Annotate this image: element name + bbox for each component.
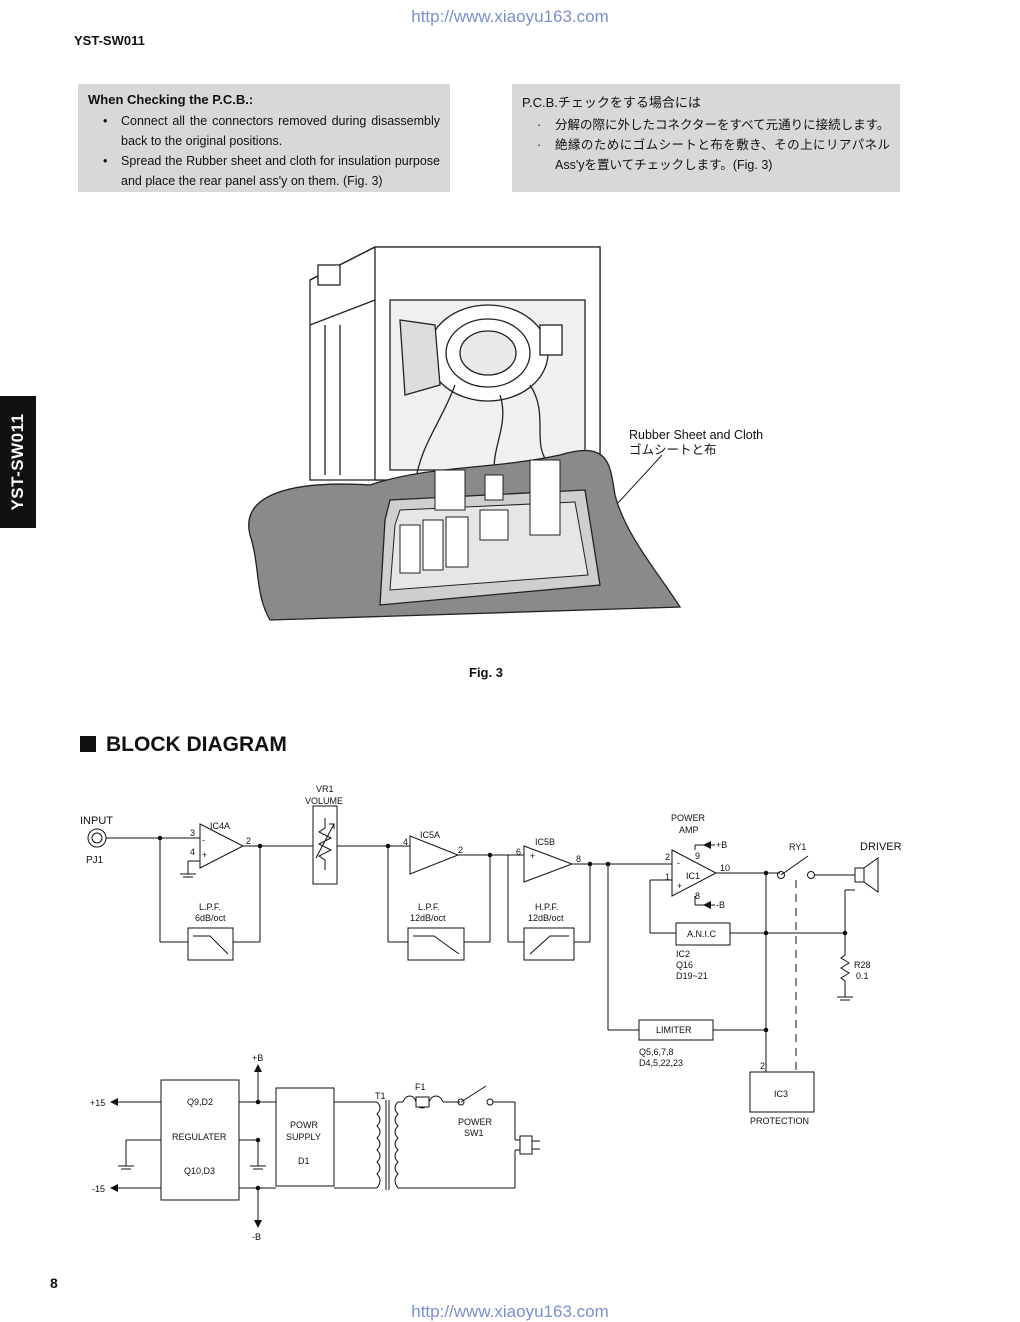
pin-label: 3 xyxy=(190,828,195,838)
lpf2-label: L.P.F. xyxy=(418,902,440,912)
pin-label: + xyxy=(530,851,535,861)
pin-label: + xyxy=(202,850,207,860)
input-label: INPUT xyxy=(80,815,113,827)
plus-b-label: +B xyxy=(252,1053,263,1063)
checking-item-en: Spread the Rubber sheet and cloth for in… xyxy=(88,151,440,191)
lpf1-slope-label: 6dB/oct xyxy=(195,913,226,923)
f1-label: F1 xyxy=(415,1082,426,1092)
checking-item-jp: 分解の際に外したコネクターをすべて元通りに接続します。 xyxy=(522,115,890,135)
volume-label: VOLUME xyxy=(305,796,343,806)
d1-label: D1 xyxy=(298,1156,310,1166)
power-supply-label: SUPPLY xyxy=(286,1132,321,1142)
pin-label: 4 xyxy=(403,837,408,847)
q16-label: Q16 xyxy=(676,960,693,970)
vr1-label: VR1 xyxy=(316,784,334,794)
regulator-q10-label: Q10,D3 xyxy=(184,1166,215,1176)
hpf-label: H.P.F. xyxy=(535,902,558,912)
ic4a-label: IC4A xyxy=(210,821,230,831)
bottom-url[interactable]: http://www.xiaoyu163.com xyxy=(411,1302,609,1321)
checking-item-en: Connect all the connectors removed durin… xyxy=(88,111,440,151)
pin-label: 4 xyxy=(190,847,195,857)
pin-label: - xyxy=(202,835,205,845)
block-diagram: INPUT PJ1 IC4A 3 4 - + 2 VR1 VOLUME IC5A… xyxy=(80,784,902,1242)
minus-b-label: -B xyxy=(252,1232,261,1242)
r28-label: R28 xyxy=(854,960,871,970)
model-number: YST-SW011 xyxy=(74,33,145,48)
pin-label: + xyxy=(677,881,682,891)
plus-b-label: +B xyxy=(716,840,727,850)
pin-label: 9 xyxy=(695,851,700,861)
pin-label: 6 xyxy=(516,847,521,857)
pin-label: 8 xyxy=(576,854,581,864)
power-supply-label: POWR xyxy=(290,1120,318,1130)
pin-label: 10 xyxy=(720,863,730,873)
lpf2-slope-label: 12dB/oct xyxy=(410,913,446,923)
section-title-text: BLOCK DIAGRAM xyxy=(106,733,287,756)
hpf-slope-label: 12dB/oct xyxy=(528,913,564,923)
protection-label: PROTECTION xyxy=(750,1116,809,1126)
side-tab: YST-SW011 xyxy=(0,396,36,528)
square-bullet-icon xyxy=(80,736,96,752)
power-amp-label: AMP xyxy=(679,825,699,835)
ic5a-label: IC5A xyxy=(420,830,440,840)
power-switch-label: SW1 xyxy=(464,1128,484,1138)
figure-caption: Fig. 3 xyxy=(469,665,503,680)
ry1-label: RY1 xyxy=(789,842,806,852)
page-number: 8 xyxy=(50,1275,58,1291)
driver-label: DRIVER xyxy=(860,841,902,853)
pin-label: 8 xyxy=(695,891,700,901)
ic3-label: IC3 xyxy=(774,1089,788,1099)
limiter-diodes: D4,5,22,23 xyxy=(639,1058,683,1068)
top-url[interactable]: http://www.xiaoyu163.com xyxy=(411,7,609,26)
checking-title-en: When Checking the P.C.B.: xyxy=(88,92,254,107)
fig3-illustration xyxy=(248,246,682,621)
side-tab-label: YST-SW011 xyxy=(8,413,27,511)
pin-label: 2 xyxy=(665,852,670,862)
power-amp-label: POWER xyxy=(671,813,706,823)
callout-jp: ゴムシートと布 xyxy=(629,443,717,457)
power-switch-label: POWER xyxy=(458,1117,493,1127)
r28-value: 0.1 xyxy=(856,971,869,981)
limiter-label: LIMITER xyxy=(656,1025,692,1035)
pin-label: - xyxy=(677,858,680,868)
checking-title-jp: P.C.B.チェックをする場合には xyxy=(522,95,701,110)
anic-label: A.N.I.C xyxy=(687,929,717,939)
plus15-label: +15 xyxy=(90,1098,105,1108)
pin-label: 2 xyxy=(458,845,463,855)
checking-box-jp: P.C.B.チェックをする場合には 分解の際に外したコネクターをすべて元通りに接… xyxy=(512,84,900,192)
regulator-q9-label: Q9,D2 xyxy=(187,1097,213,1107)
section-title: BLOCK DIAGRAM xyxy=(80,733,287,757)
checking-item-jp: 絶縁のためにゴムシートと布を敷き、その上にリアパネルAss'yを置いてチェックし… xyxy=(522,135,890,175)
pin-label: 2 xyxy=(246,836,251,846)
minus15-label: -15 xyxy=(92,1184,105,1194)
ic2-label: IC2 xyxy=(676,949,690,959)
lpf1-label: L.P.F. xyxy=(199,902,221,912)
pin-label: 2 xyxy=(760,1061,765,1071)
checking-box-en: When Checking the P.C.B.: Connect all th… xyxy=(78,84,450,192)
pj1-label: PJ1 xyxy=(86,855,104,866)
t1-label: T1 xyxy=(375,1091,386,1101)
ic5b-label: IC5B xyxy=(535,837,555,847)
callout-en: Rubber Sheet and Cloth xyxy=(629,428,764,442)
minus-b-label: -B xyxy=(716,900,725,910)
limiter-transistors: Q5,6,7,8 xyxy=(639,1047,674,1057)
pin-label: 1 xyxy=(665,872,670,882)
diodes-label: D19~21 xyxy=(676,971,708,981)
regulator-label: REGULATER xyxy=(172,1132,227,1142)
ic1-label: IC1 xyxy=(686,871,700,881)
